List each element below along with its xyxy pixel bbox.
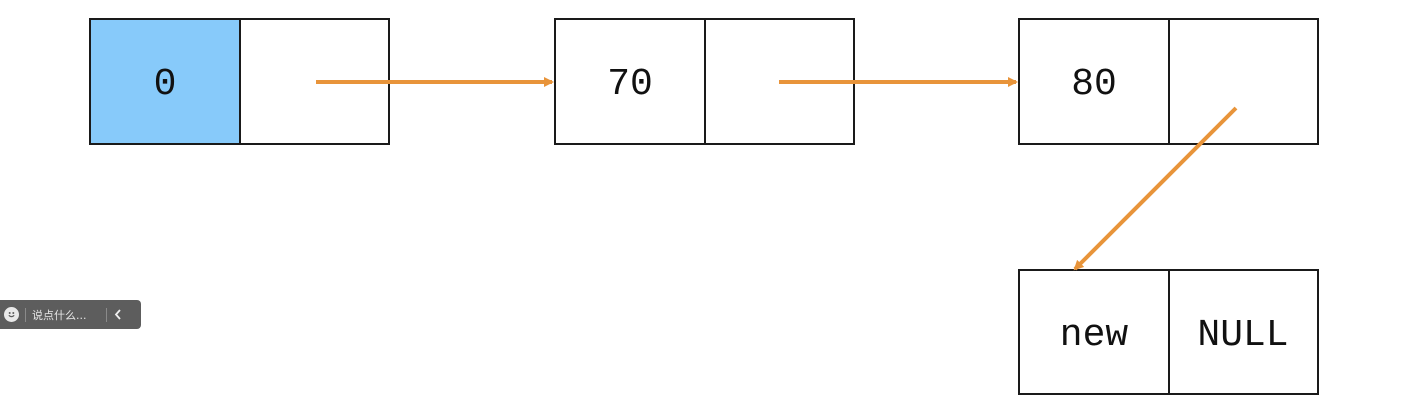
node-0-value: 0 xyxy=(154,63,177,106)
node-80-data-cell xyxy=(1018,18,1170,145)
node-new: new NULL xyxy=(1018,269,1319,395)
divider xyxy=(25,307,26,322)
arrow-80-to-new xyxy=(1073,106,1238,271)
node-0: 0 xyxy=(89,18,390,145)
node-80-value: 80 xyxy=(1071,63,1117,106)
node-new-next-cell xyxy=(1168,269,1319,395)
node-0-data-cell xyxy=(89,18,241,145)
comment-input-bar[interactable]: 说点什么... xyxy=(0,300,141,329)
comment-input[interactable]: 说点什么... xyxy=(32,308,87,322)
node-new-data-cell xyxy=(1018,269,1170,395)
node-80-next-cell xyxy=(1168,18,1319,145)
node-new-next-value: NULL xyxy=(1197,314,1288,357)
smile-face-icon[interactable] xyxy=(4,307,19,322)
node-new-value: new xyxy=(1060,314,1129,357)
node-80: 80 xyxy=(1018,18,1319,145)
node-70-value: 70 xyxy=(607,63,653,106)
chevron-left-icon[interactable] xyxy=(114,309,122,320)
divider xyxy=(106,307,107,322)
